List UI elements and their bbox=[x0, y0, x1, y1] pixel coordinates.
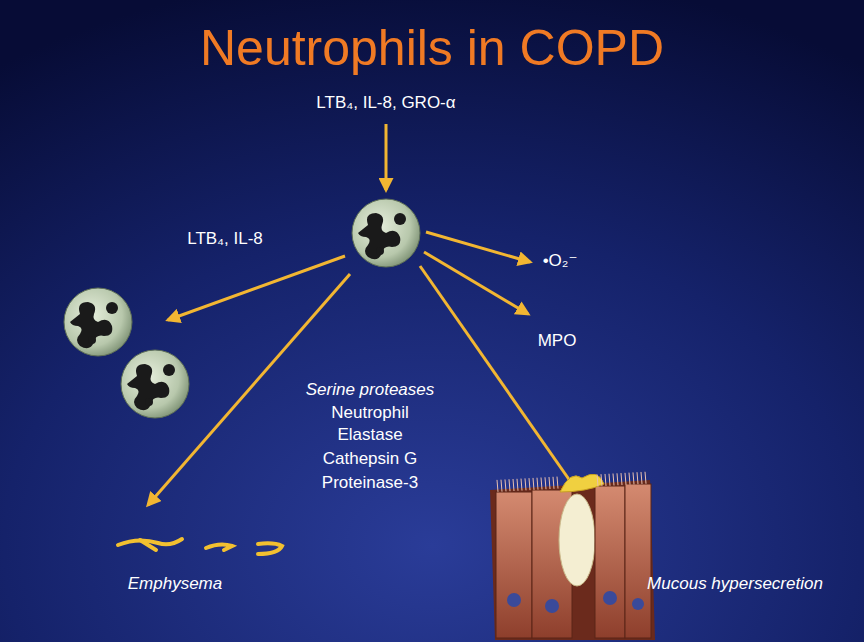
cilium bbox=[521, 479, 522, 491]
cilium bbox=[633, 472, 634, 484]
cilium bbox=[501, 480, 502, 492]
cilium bbox=[601, 474, 602, 486]
cilium bbox=[525, 478, 526, 490]
cilium bbox=[541, 477, 542, 489]
cilium bbox=[609, 474, 610, 486]
cilium bbox=[509, 479, 510, 491]
cilium bbox=[605, 474, 606, 486]
airway-epithelium bbox=[490, 472, 655, 640]
label: Neutrophil Elastase bbox=[315, 402, 425, 446]
label: •O₂⁻ bbox=[543, 250, 578, 272]
elastin-fibers bbox=[118, 539, 282, 554]
cilium bbox=[629, 473, 630, 485]
label: Emphysema bbox=[128, 573, 222, 595]
cilium bbox=[617, 473, 618, 485]
label: Serine proteases bbox=[306, 379, 435, 401]
cilium bbox=[517, 479, 518, 491]
cilium bbox=[641, 472, 642, 484]
cilium bbox=[613, 474, 614, 486]
cilium bbox=[557, 477, 558, 489]
cilium bbox=[529, 478, 530, 490]
label: Mucous hypersecretion bbox=[647, 573, 823, 595]
cilium bbox=[537, 478, 538, 490]
cilium bbox=[545, 477, 546, 489]
label: Cathepsin G bbox=[323, 448, 418, 470]
cilium bbox=[621, 473, 622, 485]
label: LTB₄, IL-8, GRO-α bbox=[316, 92, 455, 114]
cilium bbox=[497, 480, 498, 492]
cilium bbox=[513, 479, 514, 491]
cilium bbox=[553, 477, 554, 489]
cilium bbox=[637, 472, 638, 484]
title: Neutrophils in COPD bbox=[0, 20, 864, 76]
label: MPO bbox=[538, 330, 577, 352]
cilium bbox=[597, 474, 598, 486]
label: LTB₄, IL-8 bbox=[187, 228, 263, 250]
label: Proteinase-3 bbox=[322, 472, 418, 494]
cilium bbox=[645, 472, 646, 484]
cilium bbox=[625, 473, 626, 485]
cilium bbox=[533, 478, 534, 490]
cilium bbox=[549, 477, 550, 489]
cilium bbox=[505, 479, 506, 491]
